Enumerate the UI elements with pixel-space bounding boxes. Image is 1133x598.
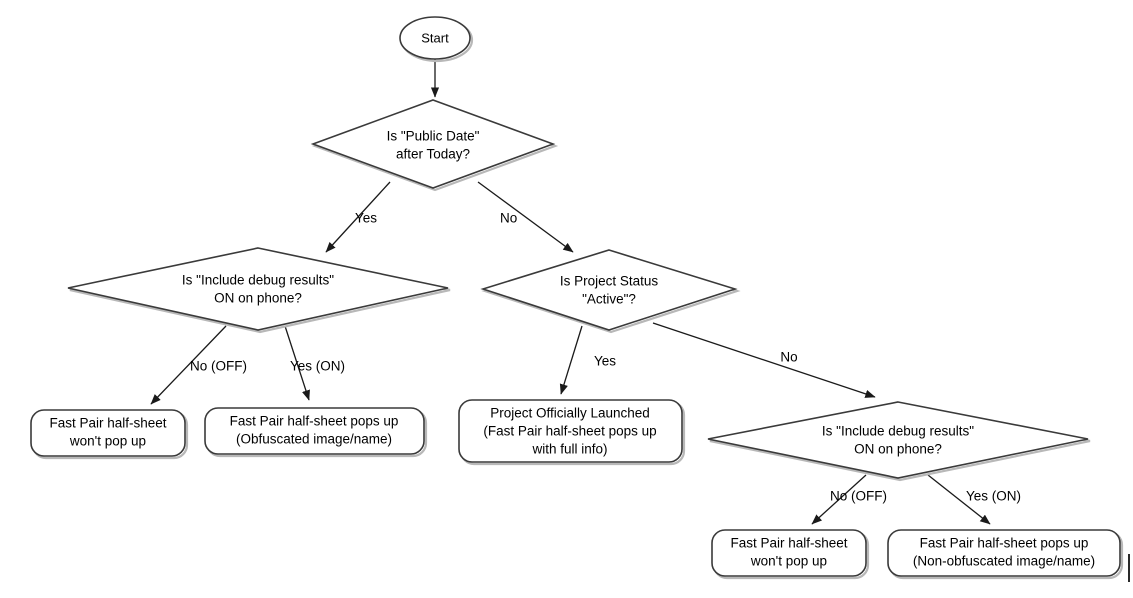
node-decision-debug-right-line1: Is "Include debug results" [822, 424, 974, 439]
node-terminal-no-popup-left-line2: won't pop up [69, 434, 146, 449]
edge-debug-left-yes: Yes (ON) [284, 325, 345, 401]
edge-label-debug-right-no: No (OFF) [830, 489, 887, 504]
edge-label-public-date-yes: Yes [355, 211, 377, 226]
node-terminal-no-popup-left[interactable]: Fast Pair half-sheet won't pop up [30, 409, 189, 460]
edge-label-public-date-no: No [500, 211, 517, 226]
node-terminal-non-obfuscated-line1: Fast Pair half-sheet pops up [920, 536, 1089, 551]
node-start[interactable]: Start [399, 16, 474, 63]
node-terminal-launched-line3: with full info) [531, 442, 607, 457]
node-terminal-no-popup-right-line1: Fast Pair half-sheet [730, 536, 847, 551]
node-decision-debug-right[interactable]: Is "Include debug results" ON on phone? [707, 401, 1091, 482]
edge-debug-left-no: No (OFF) [150, 325, 247, 405]
edge-label-project-status-no: No [780, 350, 797, 365]
node-decision-debug-left-line2: ON on phone? [214, 291, 302, 306]
node-start-label: Start [421, 30, 449, 45]
node-decision-debug-left-line1: Is "Include debug results" [182, 273, 334, 288]
edge-project-status-yes: Yes [559, 325, 616, 395]
node-decision-project-status-line2: "Active"? [582, 292, 636, 307]
edge-debug-right-no: No (OFF) [811, 474, 887, 525]
node-terminal-launched-line2: (Fast Pair half-sheet pops up [483, 424, 656, 439]
node-terminal-obfuscated-line2: (Obfuscated image/name) [236, 432, 392, 447]
node-decision-project-status[interactable]: Is Project Status "Active"? [480, 249, 741, 334]
node-decision-project-status-line1: Is Project Status [560, 274, 659, 289]
node-terminal-launched-line1: Project Officially Launched [490, 406, 650, 421]
node-decision-public-date[interactable]: Is "Public Date" after Today? [310, 99, 559, 192]
node-decision-public-date-line1: Is "Public Date" [387, 129, 480, 144]
edge-project-status-no: No [652, 322, 876, 398]
node-terminal-non-obfuscated-line2: (Non-obfuscated image/name) [913, 554, 1095, 569]
node-terminal-no-popup-left-line1: Fast Pair half-sheet [49, 416, 166, 431]
node-decision-public-date-line2: after Today? [396, 147, 470, 162]
edge-label-debug-right-yes: Yes (ON) [966, 489, 1021, 504]
edge-label-debug-left-no: No (OFF) [190, 359, 247, 374]
node-decision-debug-left[interactable]: Is "Include debug results" ON on phone? [67, 247, 451, 334]
edge-public-date-yes: Yes [325, 181, 391, 253]
node-terminal-no-popup-right-line2: won't pop up [750, 554, 827, 569]
edge-debug-right-yes: Yes (ON) [927, 474, 1021, 525]
node-terminal-launched[interactable]: Project Officially Launched (Fast Pair h… [458, 399, 686, 466]
edge-label-project-status-yes: Yes [594, 354, 616, 369]
node-decision-debug-right-line2: ON on phone? [854, 442, 942, 457]
node-terminal-obfuscated[interactable]: Fast Pair half-sheet pops up (Obfuscated… [204, 407, 428, 458]
node-terminal-obfuscated-line1: Fast Pair half-sheet pops up [230, 414, 399, 429]
page-edge-marker [1128, 554, 1130, 582]
edge-public-date-no: No [477, 181, 574, 253]
node-terminal-non-obfuscated[interactable]: Fast Pair half-sheet pops up (Non-obfusc… [887, 529, 1124, 580]
edge-label-debug-left-yes: Yes (ON) [290, 359, 345, 374]
node-terminal-no-popup-right[interactable]: Fast Pair half-sheet won't pop up [711, 529, 870, 580]
